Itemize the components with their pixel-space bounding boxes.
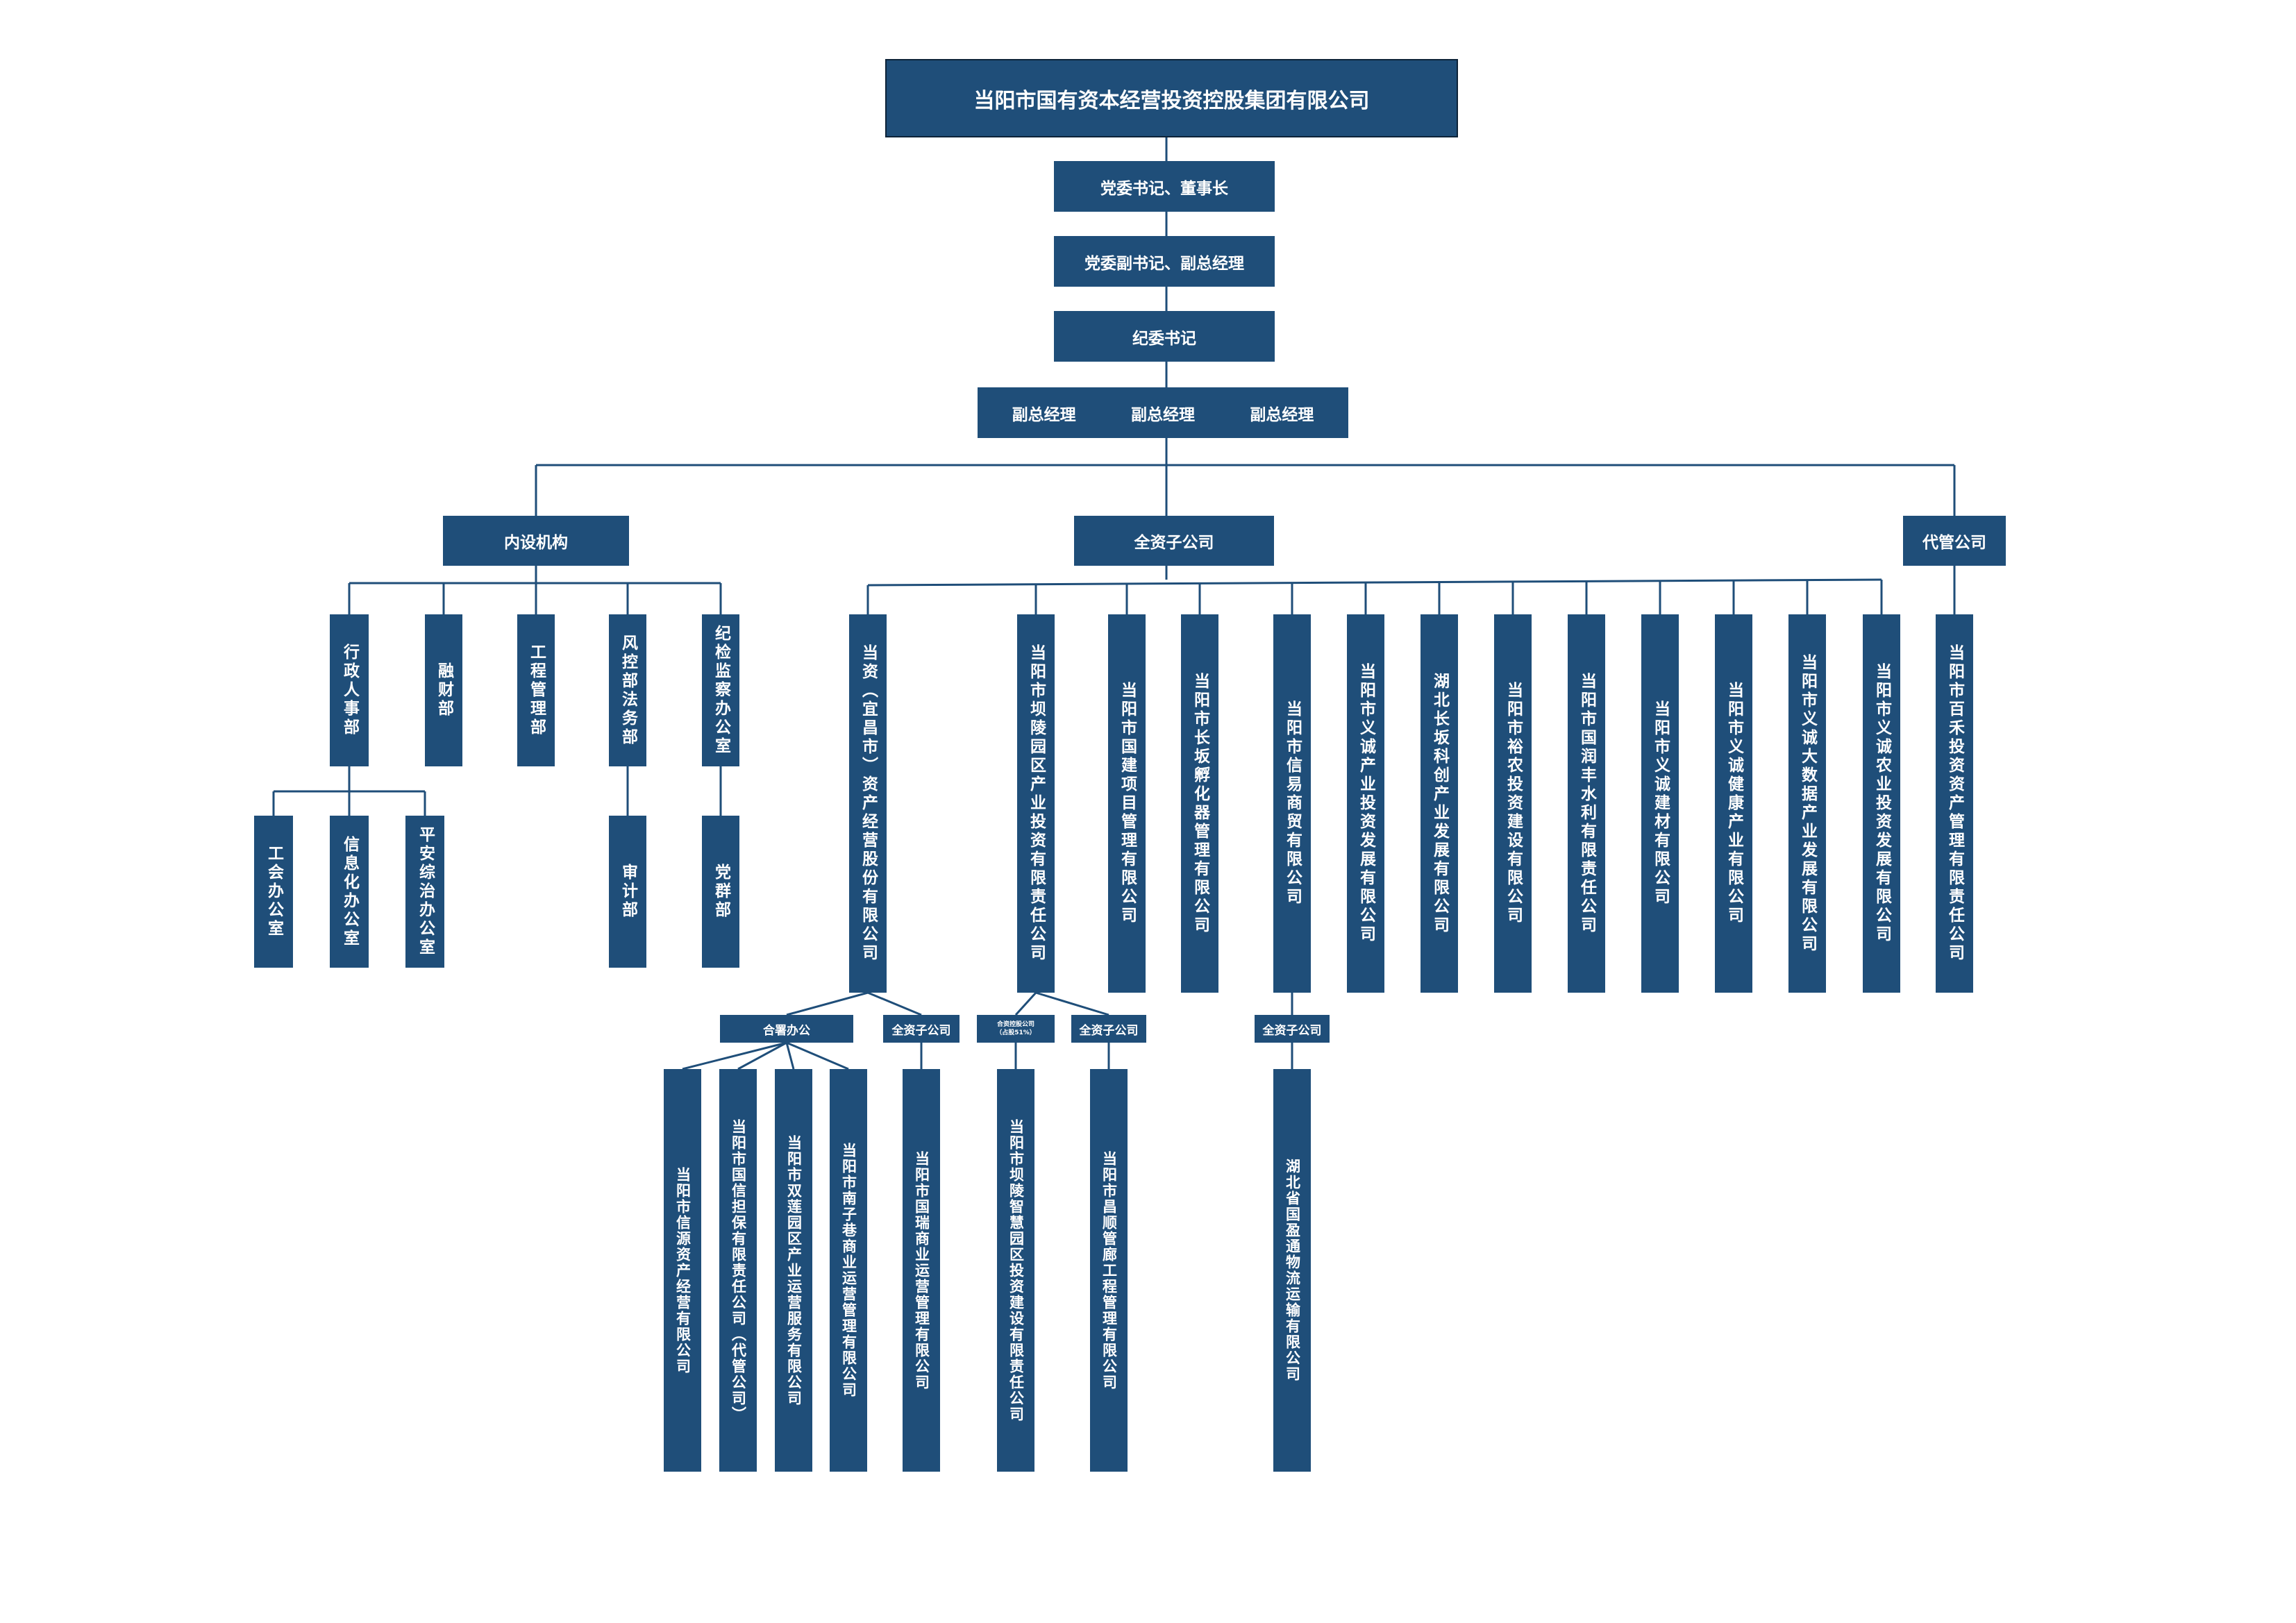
subsidiary-5: 当阳市信易商贸有限公司 — [1273, 614, 1311, 993]
level4-company-4: 当阳市南子巷商业运营管理有限公司 — [830, 1069, 867, 1472]
subsidiary-1: 当资（宜昌市）资产经营股份有限公司 — [849, 614, 887, 993]
level4-company-2: 当阳市国信担保有限责任公司（代管公司） — [719, 1069, 757, 1472]
deputy-gm-3: 副总经理 — [1250, 405, 1314, 424]
dept-audit: 审计部 — [609, 816, 646, 968]
dept-finance: 融财部 — [425, 614, 462, 766]
wholly-owned-label-c: 全资子公司 — [1255, 1015, 1330, 1043]
deputy-gm-1: 副总经理 — [1012, 405, 1076, 424]
level4-company-8: 湖北省国盈通物流运输有限公司 — [1273, 1069, 1311, 1472]
office-union: 工会办公室 — [254, 816, 293, 968]
group-company-box: 当阳市国有资本经营投资控股集团有限公司 — [885, 59, 1458, 137]
subsidiary-3: 当阳市国建项目管理有限公司 — [1108, 614, 1146, 993]
managed-company-header: 代管公司 — [1903, 516, 2006, 566]
office-safety: 平安综治办公室 — [405, 816, 444, 968]
subsidiary-2: 当阳市坝陵园区产业投资有限责任公司 — [1017, 614, 1055, 993]
wholly-owned-header: 全资子公司 — [1074, 516, 1274, 566]
subsidiary-8: 当阳市裕农投资建设有限公司 — [1494, 614, 1532, 993]
subsidiary-11: 当阳市义诚健康产业有限公司 — [1715, 614, 1752, 993]
office-it: 信息化办公室 — [330, 816, 369, 968]
subsidiary-9: 当阳市国润丰水利有限责任公司 — [1568, 614, 1605, 993]
dept-discipline-office: 纪检监察办公室 — [702, 614, 739, 766]
wholly-owned-label-b: 全资子公司 — [1071, 1015, 1146, 1043]
subsidiary-6: 当阳市义诚产业投资发展有限公司 — [1347, 614, 1384, 993]
discipline-secretary-box: 纪委书记 — [1054, 311, 1275, 362]
subsidiary-10: 当阳市义诚建材有限公司 — [1641, 614, 1679, 993]
internal-org-header: 内设机构 — [443, 516, 629, 566]
subsidiary-13: 当阳市义诚农业投资发展有限公司 — [1863, 614, 1900, 993]
level4-company-1: 当阳市信源资产经营有限公司 — [664, 1069, 701, 1472]
subsidiary-12: 当阳市义诚大数据产业发展有限公司 — [1788, 614, 1826, 993]
controlled-label-line2: （占股51%） — [996, 1029, 1036, 1036]
subsidiary-7: 湖北长坂科创产业发展有限公司 — [1421, 614, 1458, 993]
deputy-gm-2: 副总经理 — [1130, 405, 1195, 424]
dept-admin-hr: 行政人事部 — [330, 614, 369, 766]
level4-company-6: 当阳市坝陵智慧园区投资建设有限责任公司 — [997, 1069, 1034, 1472]
wholly-owned-label-a: 全资子公司 — [883, 1015, 960, 1043]
deputy-gm-box: 副总经理 副总经理 副总经理 — [978, 387, 1348, 438]
deputy-secretary-gm-box: 党委副书记、副总经理 — [1054, 236, 1275, 287]
level4-company-5: 当阳市国瑞商业运营管理有限公司 — [903, 1069, 940, 1472]
dept-engineering: 工程管理部 — [517, 614, 555, 766]
subsidiary-4: 当阳市长坂孵化器管理有限公司 — [1181, 614, 1218, 993]
level4-company-3: 当阳市双莲园区产业运营服务有限公司 — [775, 1069, 812, 1472]
dept-risk-legal: 风控部法务部 — [609, 614, 646, 766]
joint-office-label: 合署办公 — [720, 1015, 853, 1043]
controlled-company-label: 合资控股公司 （占股51%） — [977, 1015, 1055, 1043]
managed-company-1: 当阳市百禾投资资产管理有限责任公司 — [1936, 614, 1973, 993]
dept-party-mass: 党群部 — [702, 816, 739, 968]
secretary-chairman-box: 党委书记、董事长 — [1054, 161, 1275, 212]
controlled-label-line1: 合资控股公司 — [996, 1021, 1034, 1028]
level4-company-7: 当阳市昌顺管廊工程管理有限公司 — [1090, 1069, 1128, 1472]
